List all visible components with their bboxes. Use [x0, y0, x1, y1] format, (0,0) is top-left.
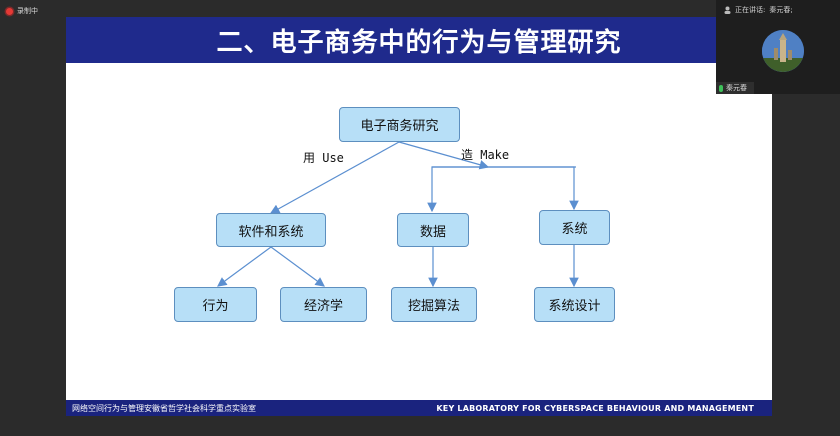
active-speaker-indicator: 正在讲话: 秦元春;: [724, 5, 793, 15]
participant-avatar: [762, 30, 804, 72]
speaker-avatar-icon: [724, 6, 731, 14]
arrow-software-to-behavior: [217, 246, 272, 287]
mic-icon: [719, 84, 723, 92]
title-bar: [66, 17, 772, 63]
arrow-root-to-software: [269, 141, 400, 214]
shared-slide: 二、电子商务中的行为与管理研究 电子商务研究 用 Use 造 Make 软件和系…: [66, 17, 772, 416]
node-mining-algorithms: 挖掘算法: [391, 287, 477, 322]
arrow-root-to-make: [398, 141, 490, 170]
recording-indicator[interactable]: 录制中: [6, 4, 38, 18]
recording-label: 录制中: [17, 7, 38, 15]
node-system: 系统: [539, 210, 610, 245]
node-data: 数据: [397, 213, 469, 247]
participant-name: 秦元春: [726, 84, 747, 92]
record-icon: [6, 7, 13, 15]
footer-lab-name-cn: 网络空间行为与管理安徽省哲学社会科学重点实验室: [72, 403, 256, 413]
node-system-design: 系统设计: [534, 287, 615, 322]
landscape-avatar-image: [762, 30, 804, 72]
arrow-software-to-economics: [270, 246, 325, 287]
edge-label-make: 造 Make: [461, 148, 510, 162]
speaker-name: 秦元春;: [769, 6, 793, 14]
slide-title: 二、电子商务中的行为与管理研究: [216, 27, 622, 58]
speaking-label: 正在讲话:: [735, 6, 766, 14]
diagram-arrows: [217, 141, 579, 288]
arrow-make-to-data: [427, 166, 576, 213]
footer-lab-name-en: KEY LABORATORY FOR CYBERSPACE BEHAVIOUR …: [436, 403, 754, 413]
participant-name-tag: 秦元春: [716, 82, 754, 94]
node-software-systems: 软件和系统: [216, 213, 326, 247]
node-economics: 经济学: [280, 287, 367, 322]
arrow-make-to-system: [432, 166, 579, 211]
edge-label-use: 用 Use: [303, 151, 344, 165]
node-root: 电子商务研究: [339, 107, 460, 142]
slide-footer: 网络空间行为与管理安徽省哲学社会科学重点实验室 KEY LABORATORY F…: [66, 400, 772, 416]
node-behavior: 行为: [174, 287, 257, 322]
